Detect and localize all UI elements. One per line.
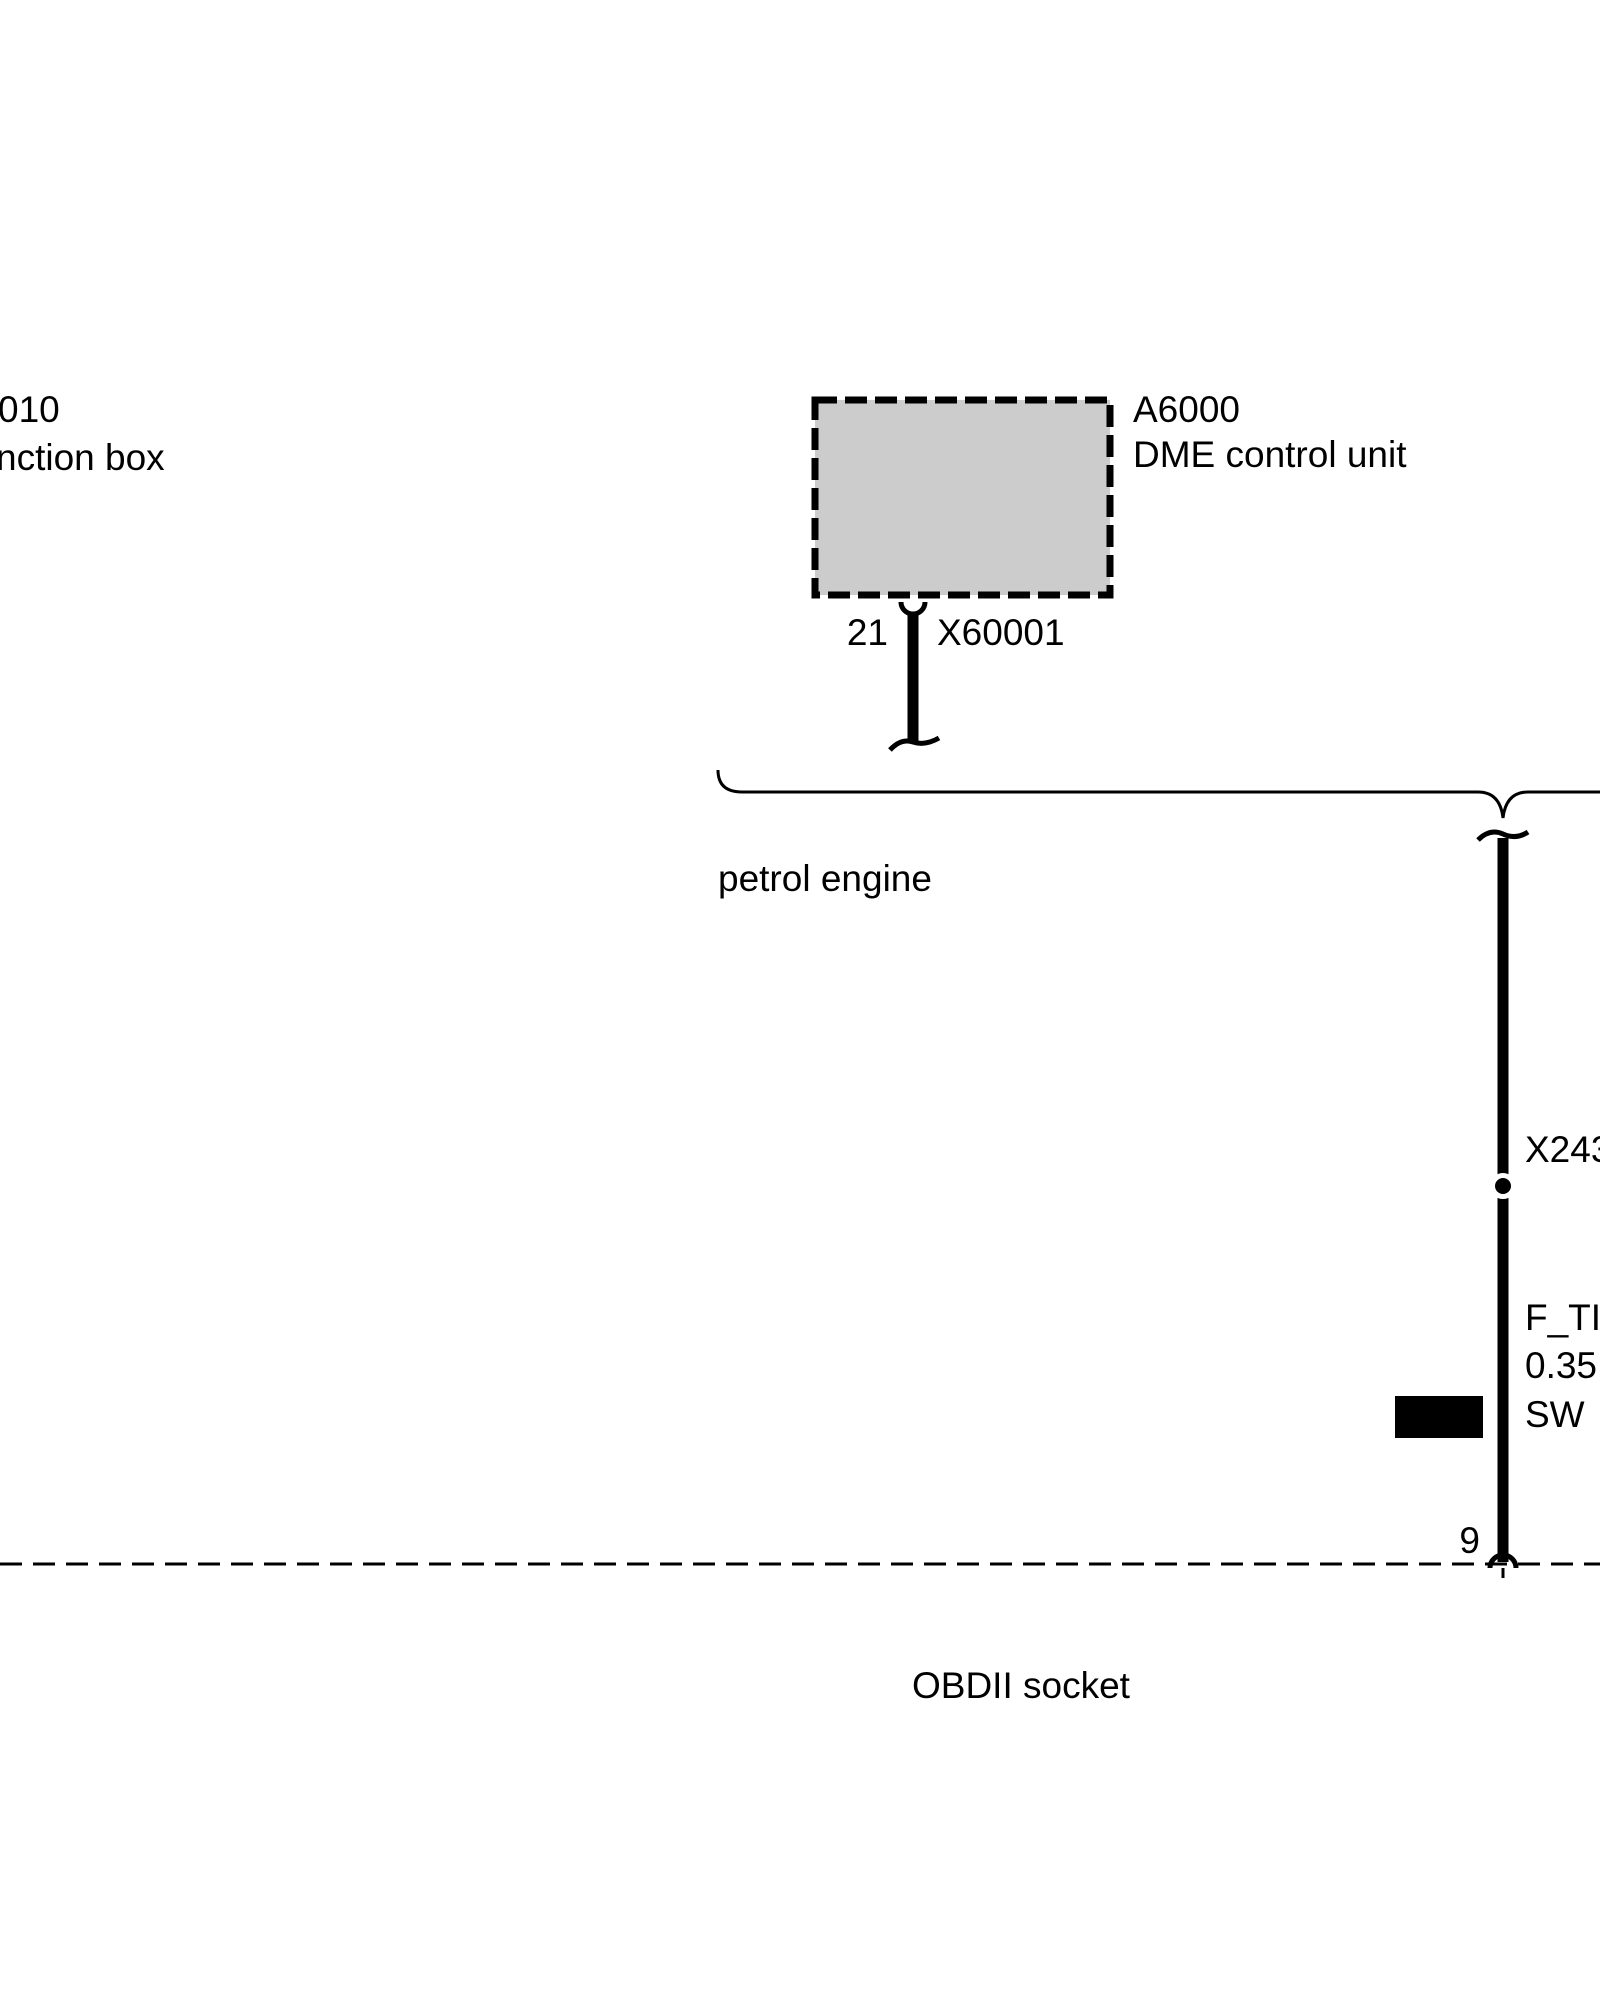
wire-color: SW [1525, 1394, 1585, 1435]
dme-name: DME control unit [1133, 434, 1407, 475]
x243-connector-label: X243 [1525, 1129, 1600, 1170]
dme-wire-break-mark [888, 735, 941, 752]
left-component-code: 010 [0, 389, 60, 430]
variant-brace [716, 769, 1600, 819]
x243-connection-dot [1495, 1178, 1511, 1194]
variant-label: petrol engine [718, 858, 932, 899]
obd-pin-number: 9 [1459, 1520, 1480, 1561]
dme-connector-name: X60001 [937, 612, 1065, 653]
dme-connector-pin: 21 [846, 612, 888, 653]
wire-marker-block [1395, 1396, 1483, 1438]
wire-cross-section: 0.35 [1525, 1345, 1598, 1386]
dme-code: A6000 [1133, 389, 1240, 430]
dme-control-unit-box[interactable] [811, 396, 1114, 599]
main-wire-break-mark [1476, 829, 1530, 842]
wire-signal-name: F_TI [1525, 1297, 1600, 1338]
left-component-name: nction box [0, 437, 165, 478]
obd-pin-socket [1487, 1552, 1519, 1569]
obd-socket-label: OBDII socket [912, 1665, 1130, 1706]
